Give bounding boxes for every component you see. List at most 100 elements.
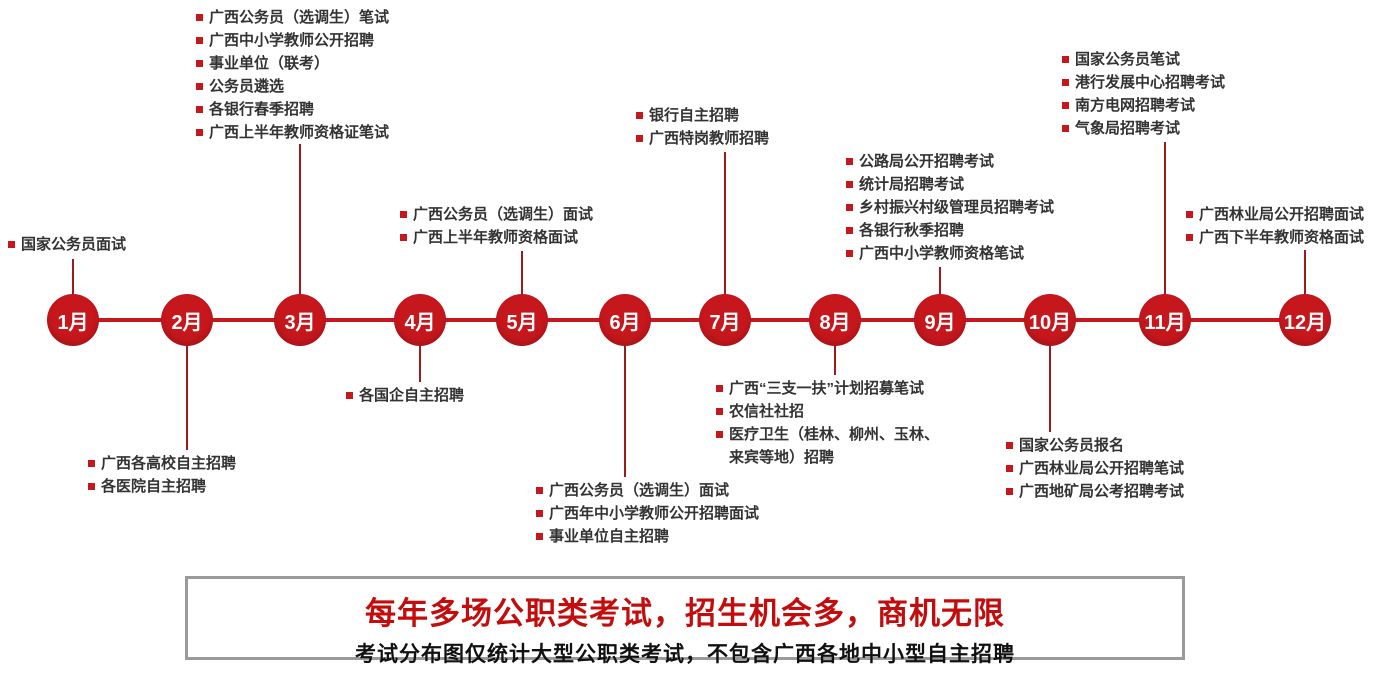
event-text: 国家公务员笔试	[1075, 51, 1181, 68]
bullet-icon	[196, 60, 203, 67]
event-item: 广西“三支一扶”计划招募笔试	[716, 377, 949, 400]
connector-sep	[939, 267, 941, 296]
month-node-may: 5月	[496, 294, 548, 346]
event-item: 港行发展中心招聘考试	[1062, 71, 1225, 94]
event-text: 南方电网招聘考试	[1075, 97, 1196, 114]
bullet-icon	[846, 204, 853, 211]
bullet-icon	[846, 158, 853, 165]
event-text: 银行自主招聘	[649, 107, 740, 124]
event-text: 广西中小学教师资格笔试	[859, 245, 1025, 262]
event-item: 广西地矿局公考招聘考试	[1006, 480, 1184, 503]
month-node-apr: 4月	[394, 294, 446, 346]
event-text: 广西“三支一扶”计划招募笔试	[729, 380, 925, 397]
banner-subtitle: 考试分布图仅统计大型公职类考试，不包含广西各地中小型自主招聘	[355, 643, 1015, 666]
timeline-axis	[73, 318, 1305, 322]
event-text: 事业单位自主招聘	[549, 528, 670, 545]
bullet-icon	[846, 250, 853, 257]
event-item: 银行自主招聘	[636, 104, 769, 127]
connector-mar	[299, 144, 301, 296]
connector-jan	[72, 259, 74, 296]
bullet-icon	[196, 14, 203, 21]
event-text: 广西林业局公开招聘笔试	[1019, 460, 1185, 477]
bullet-icon	[88, 460, 95, 467]
bullet-icon	[196, 106, 203, 113]
event-item: 广西各高校自主招聘	[88, 452, 236, 475]
event-list-may: 广西公务员（选调生）面试 广西上半年教师资格面试	[400, 203, 593, 249]
event-text: 广西林业局公开招聘面试	[1199, 206, 1365, 223]
bullet-icon	[196, 37, 203, 44]
event-text: 气象局招聘考试	[1075, 120, 1181, 137]
event-text: 医疗卫生（桂林、柳州、玉林、来宾等地）招聘	[729, 426, 940, 466]
bullet-icon	[1006, 465, 1013, 472]
event-text: 公路局公开招聘考试	[859, 153, 995, 170]
event-text: 农信社社招	[729, 403, 805, 420]
bullet-icon	[1186, 211, 1193, 218]
month-node-dec: 12月	[1279, 294, 1331, 346]
event-item: 广西中小学教师公开招聘	[196, 29, 389, 52]
event-item: 各银行秋季招聘	[846, 219, 1054, 242]
event-text: 国家公务员面试	[21, 236, 127, 253]
bullet-icon	[1062, 56, 1069, 63]
bullet-icon	[400, 211, 407, 218]
bullet-icon	[88, 483, 95, 490]
event-text: 广西中小学教师公开招聘	[209, 32, 375, 49]
event-item: 事业单位自主招聘	[536, 525, 759, 548]
month-node-sep: 9月	[914, 294, 966, 346]
event-item: 广西特岗教师招聘	[636, 127, 769, 150]
event-item: 各医院自主招聘	[88, 475, 236, 498]
event-list-dec: 广西林业局公开招聘面试 广西下半年教师资格面试	[1186, 203, 1364, 249]
event-list-nov: 国家公务员笔试 港行发展中心招聘考试 南方电网招聘考试 气象局招聘考试	[1062, 48, 1225, 140]
event-item: 广西公务员（选调生）面试	[536, 479, 759, 502]
event-text: 公务员遴选	[209, 78, 285, 95]
event-text: 广西特岗教师招聘	[649, 130, 770, 147]
month-node-mar: 3月	[274, 294, 326, 346]
bullet-icon	[196, 129, 203, 136]
event-item: 国家公务员报名	[1006, 434, 1184, 457]
event-text: 广西公务员（选调生）面试	[549, 482, 730, 499]
event-item: 各银行春季招聘	[196, 98, 389, 121]
event-text: 国家公务员报名	[1019, 437, 1125, 454]
event-text: 港行发展中心招聘考试	[1075, 74, 1226, 91]
event-item: 公路局公开招聘考试	[846, 150, 1054, 173]
connector-may	[521, 251, 523, 296]
month-node-jan: 1月	[47, 294, 99, 346]
event-list-mar: 广西公务员（选调生）笔试 广西中小学教师公开招聘 事业单位（联考） 公务员遴选 …	[196, 6, 389, 144]
bullet-icon	[636, 135, 643, 142]
bullet-icon	[196, 83, 203, 90]
bullet-icon	[536, 510, 543, 517]
month-node-aug: 8月	[809, 294, 861, 346]
bullet-icon	[636, 112, 643, 119]
connector-aug	[834, 344, 836, 375]
event-item: 气象局招聘考试	[1062, 117, 1225, 140]
event-item: 公务员遴选	[196, 75, 389, 98]
bullet-icon	[846, 181, 853, 188]
event-item: 广西年中小学教师公开招聘面试	[536, 502, 759, 525]
event-item: 广西林业局公开招聘面试	[1186, 203, 1364, 226]
event-item: 广西上半年教师资格面试	[400, 226, 593, 249]
bullet-icon	[346, 392, 353, 399]
event-item: 统计局招聘考试	[846, 173, 1054, 196]
event-text: 统计局招聘考试	[859, 176, 965, 193]
bullet-icon	[536, 533, 543, 540]
bullet-icon	[1062, 102, 1069, 109]
event-text: 广西公务员（选调生）笔试	[209, 9, 390, 26]
event-item: 农信社社招	[716, 400, 949, 423]
event-list-feb: 广西各高校自主招聘 各医院自主招聘	[88, 452, 236, 498]
connector-jul	[724, 152, 726, 296]
month-node-feb: 2月	[161, 294, 213, 346]
event-item: 广西公务员（选调生）面试	[400, 203, 593, 226]
month-node-nov: 11月	[1139, 294, 1191, 346]
bullet-icon	[1006, 488, 1013, 495]
connector-jun	[624, 344, 626, 477]
month-node-oct: 10月	[1024, 294, 1076, 346]
event-list-jul: 银行自主招聘 广西特岗教师招聘	[636, 104, 769, 150]
event-list-sep: 公路局公开招聘考试 统计局招聘考试 乡村振兴村级管理员招聘考试 各银行秋季招聘 …	[846, 150, 1054, 265]
event-list-oct: 国家公务员报名 广西林业局公开招聘笔试 广西地矿局公考招聘考试	[1006, 434, 1184, 503]
bullet-icon	[716, 385, 723, 392]
month-node-jun: 6月	[599, 294, 651, 346]
connector-nov	[1164, 142, 1166, 296]
event-item: 南方电网招聘考试	[1062, 94, 1225, 117]
bullet-icon	[846, 227, 853, 234]
connector-dec	[1304, 250, 1306, 296]
